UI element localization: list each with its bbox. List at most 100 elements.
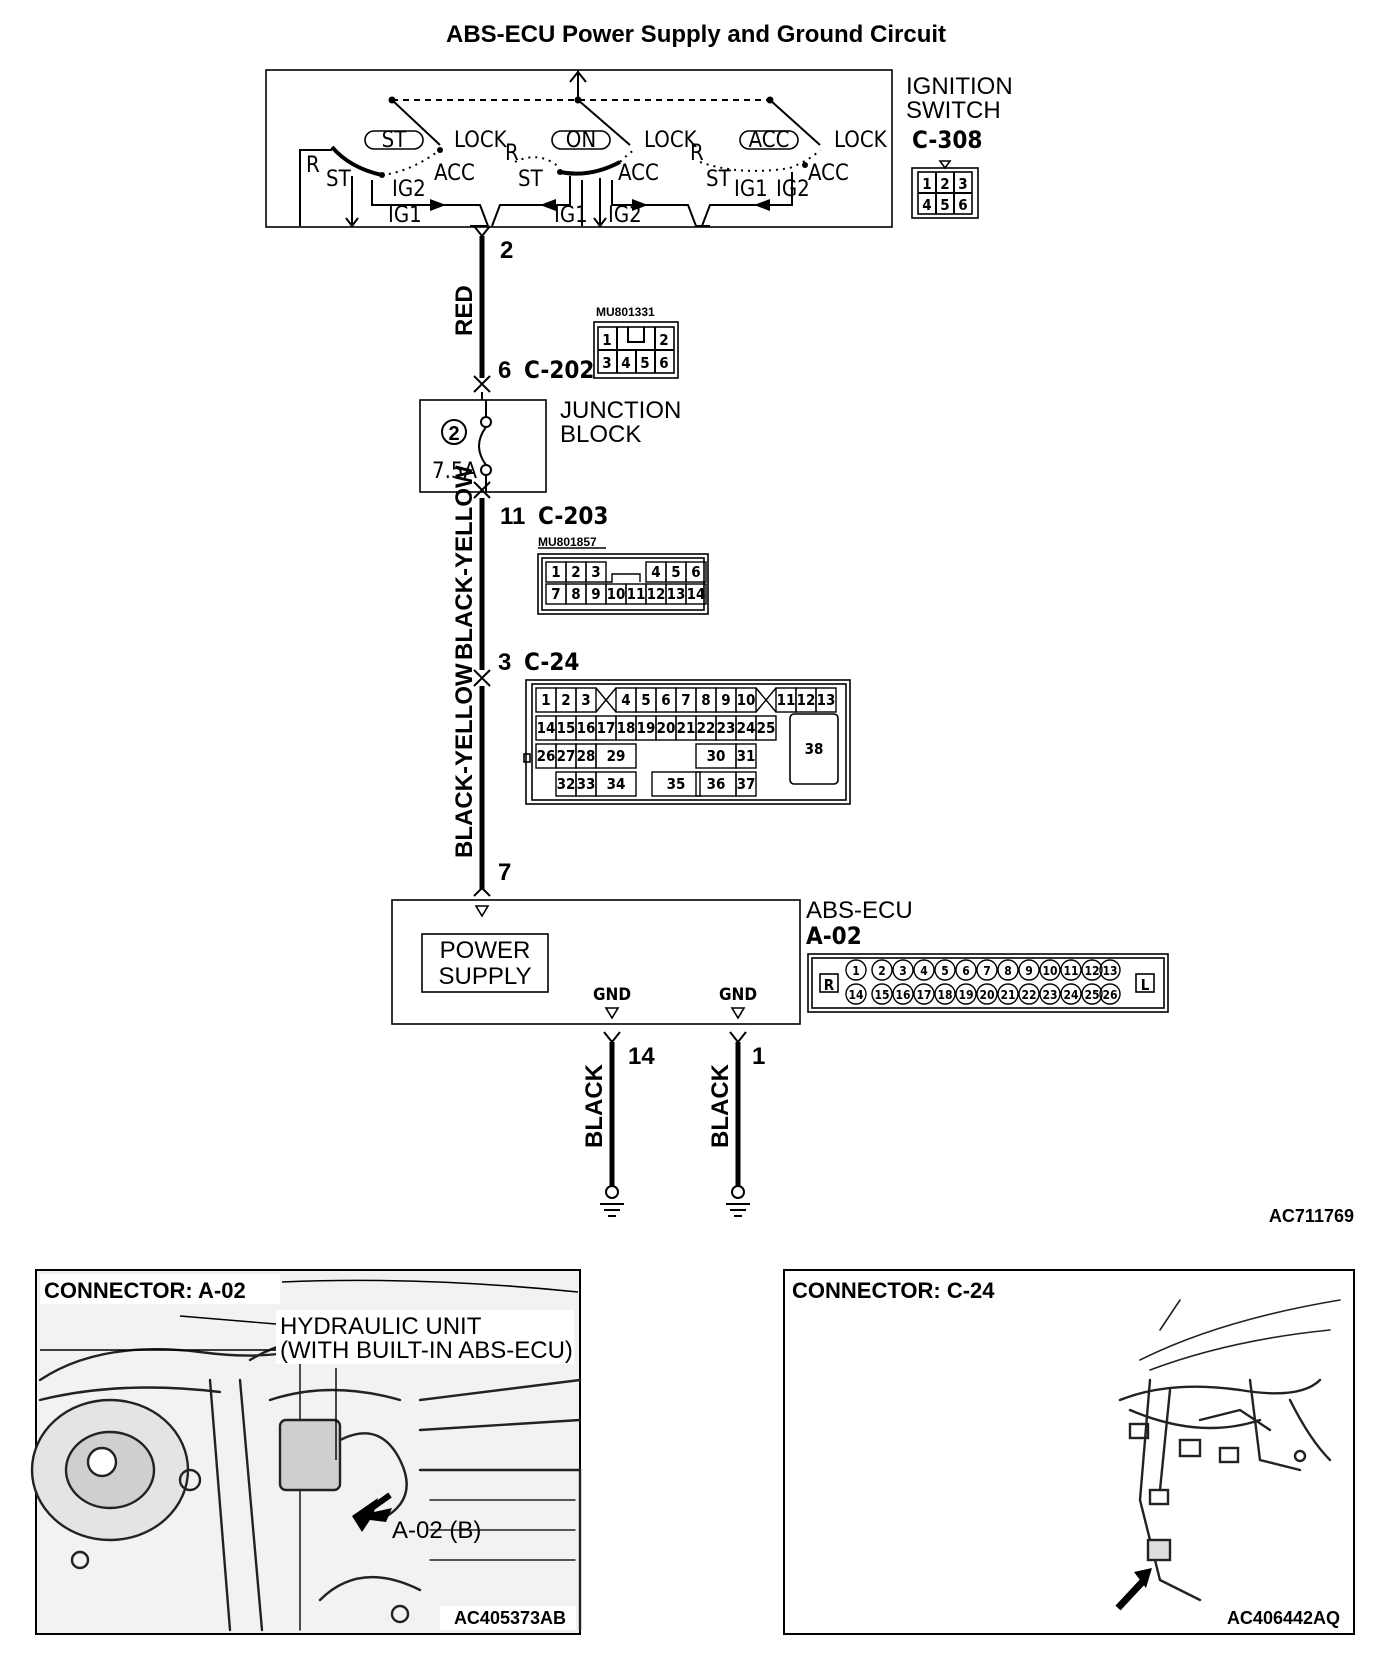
junction-block-label-2: BLOCK xyxy=(560,421,641,448)
c202-pin-3: 3 xyxy=(602,354,611,372)
ig-label-st-1: ST xyxy=(326,167,352,192)
c203-pin-10: 10 xyxy=(607,585,626,603)
c24-pin-31-cell xyxy=(735,743,757,769)
c203-pin-8: 8 xyxy=(571,585,580,603)
a02-pin-15-socket xyxy=(871,983,893,1005)
panel-a02-title: CONNECTOR: A-02 xyxy=(44,1278,246,1303)
abs-ecu: POWER SUPPLY GND GND ABS-ECU A-02 xyxy=(391,897,913,1025)
a02-pin-16-socket xyxy=(892,983,914,1005)
c24-pin-1: 1 xyxy=(541,691,550,709)
c203-connector-label: C-203 xyxy=(538,502,608,530)
a02-pin-10-socket xyxy=(1039,959,1061,981)
ig-label-ig1-3: IG1 xyxy=(734,177,768,202)
c24-pin-19: 19 xyxy=(637,719,656,737)
page-title: ABS-ECU Power Supply and Ground Circuit xyxy=(446,21,946,48)
ig-switch-pin-2: 2 xyxy=(500,237,513,264)
connector-c24 xyxy=(523,679,851,805)
a02-pin-5-socket xyxy=(934,959,956,981)
a02-pin-24: 24 xyxy=(1063,988,1079,1002)
main-wire: 2 RED 6 C-202 xyxy=(451,225,594,400)
a02-pin-1-socket xyxy=(845,959,867,981)
a02-side-r: R xyxy=(824,976,835,994)
a02-pin-14-socket xyxy=(845,983,867,1005)
a02-pin-1: 1 xyxy=(852,964,860,978)
c24-pin-10-cell xyxy=(735,687,757,713)
ig-label-lock-1: LOCK xyxy=(454,128,508,153)
c203-pin-6-cell xyxy=(685,561,707,583)
gnd-pin-14: 14 xyxy=(628,1043,655,1070)
a02-pin-12-socket xyxy=(1081,959,1103,981)
c24-pin-22: 22 xyxy=(697,719,716,737)
wire-label-black-yellow-1: BLACK-YELLOW xyxy=(451,465,478,660)
fuse-rating: 7.5A xyxy=(432,459,477,484)
c203-pin-14: 14 xyxy=(687,585,706,603)
ig-pos-on: ON xyxy=(566,128,596,153)
c24-pin-3: 3 xyxy=(581,691,590,709)
ig-label-r-1: R xyxy=(306,153,320,178)
a02-pin-13-socket xyxy=(1099,959,1121,981)
a02-pin-7-socket xyxy=(976,959,998,981)
c203-pin-13: 13 xyxy=(667,585,686,603)
a02-pin-10: 10 xyxy=(1042,964,1057,978)
c24-pin-25-cell xyxy=(755,715,777,741)
a02-pin-19: 19 xyxy=(958,988,973,1002)
junction-block: 2 7.5A JUNCTION BLOCK xyxy=(419,397,681,493)
c308-pin-5: 5 xyxy=(940,196,949,214)
c24-pin-30: 30 xyxy=(707,747,726,765)
c24-pin-34-cell xyxy=(595,771,637,797)
c24-pin-32: 32 xyxy=(557,775,576,793)
c24-connector-label: C-24 xyxy=(524,648,579,676)
a02-pin-19-socket xyxy=(955,983,977,1005)
power-supply-label-2: SUPPLY xyxy=(439,963,532,990)
wire-label-black-1: BLACK xyxy=(581,1063,608,1148)
c24-pin-28: 28 xyxy=(577,747,596,765)
c24-pin-21: 21 xyxy=(677,719,696,737)
gnd-label-a: GND xyxy=(593,985,631,1005)
ig-label-acc-1: ACC xyxy=(434,161,475,186)
connector-a02: R L xyxy=(807,953,1169,1013)
c202-pin-6: 6 xyxy=(659,354,668,372)
a02-pin-6-socket xyxy=(955,959,977,981)
c202-connector-label: C-202 xyxy=(524,356,594,384)
a02-pin-9-socket xyxy=(1018,959,1040,981)
gnd-pin-1: 1 xyxy=(752,1043,765,1070)
c308-pin-2: 2 xyxy=(940,175,949,193)
c24-pin-20: 20 xyxy=(657,719,676,737)
a02-pin-15: 15 xyxy=(874,988,889,1002)
ig-label-st-2: ST xyxy=(518,167,544,192)
c24-pin-29-cell xyxy=(595,743,637,769)
a02-pin-18: 18 xyxy=(937,988,952,1002)
a02-pin-3-socket xyxy=(892,959,914,981)
a02-pin-2-socket xyxy=(871,959,893,981)
c308-pin-1: 1 xyxy=(922,175,931,193)
panel-a02-callout-1: HYDRAULIC UNIT xyxy=(280,1313,482,1340)
c203-part-no: MU801857 xyxy=(538,535,597,549)
c202-pin-4: 4 xyxy=(621,354,630,372)
c203-pin-6: 6 xyxy=(691,563,700,581)
a02-pin-8-socket xyxy=(997,959,1019,981)
c203-pin-7: 7 xyxy=(551,585,560,603)
c202-pin-label: 6 xyxy=(498,357,511,384)
ig-label-lock-2: LOCK xyxy=(644,128,698,153)
c24-pin-5: 5 xyxy=(641,691,650,709)
c24-pin-29: 29 xyxy=(607,747,626,765)
ig-label-ig2-1: IG2 xyxy=(392,177,426,202)
c203-pin-5: 5 xyxy=(671,563,680,581)
c24-pin-38: 38 xyxy=(805,740,824,758)
a02-pin-14: 14 xyxy=(848,988,864,1002)
dashboard-harness-sketch xyxy=(1115,1299,1341,1611)
c203-pin-4: 4 xyxy=(651,563,660,581)
a02-pin-13: 13 xyxy=(1102,964,1117,978)
c24-pin-15: 15 xyxy=(557,719,576,737)
ignition-switch-label-2: SWITCH xyxy=(906,97,1001,124)
c24-pin-2: 2 xyxy=(561,691,570,709)
c24-pin-34: 34 xyxy=(607,775,626,793)
a02-pin-11: 11 xyxy=(1063,964,1078,978)
a02-pin-4-socket xyxy=(913,959,935,981)
c24-pin-31: 31 xyxy=(737,747,756,765)
diagram-code: AC711769 xyxy=(1269,1206,1354,1226)
a02-pin-25: 25 xyxy=(1084,988,1099,1002)
